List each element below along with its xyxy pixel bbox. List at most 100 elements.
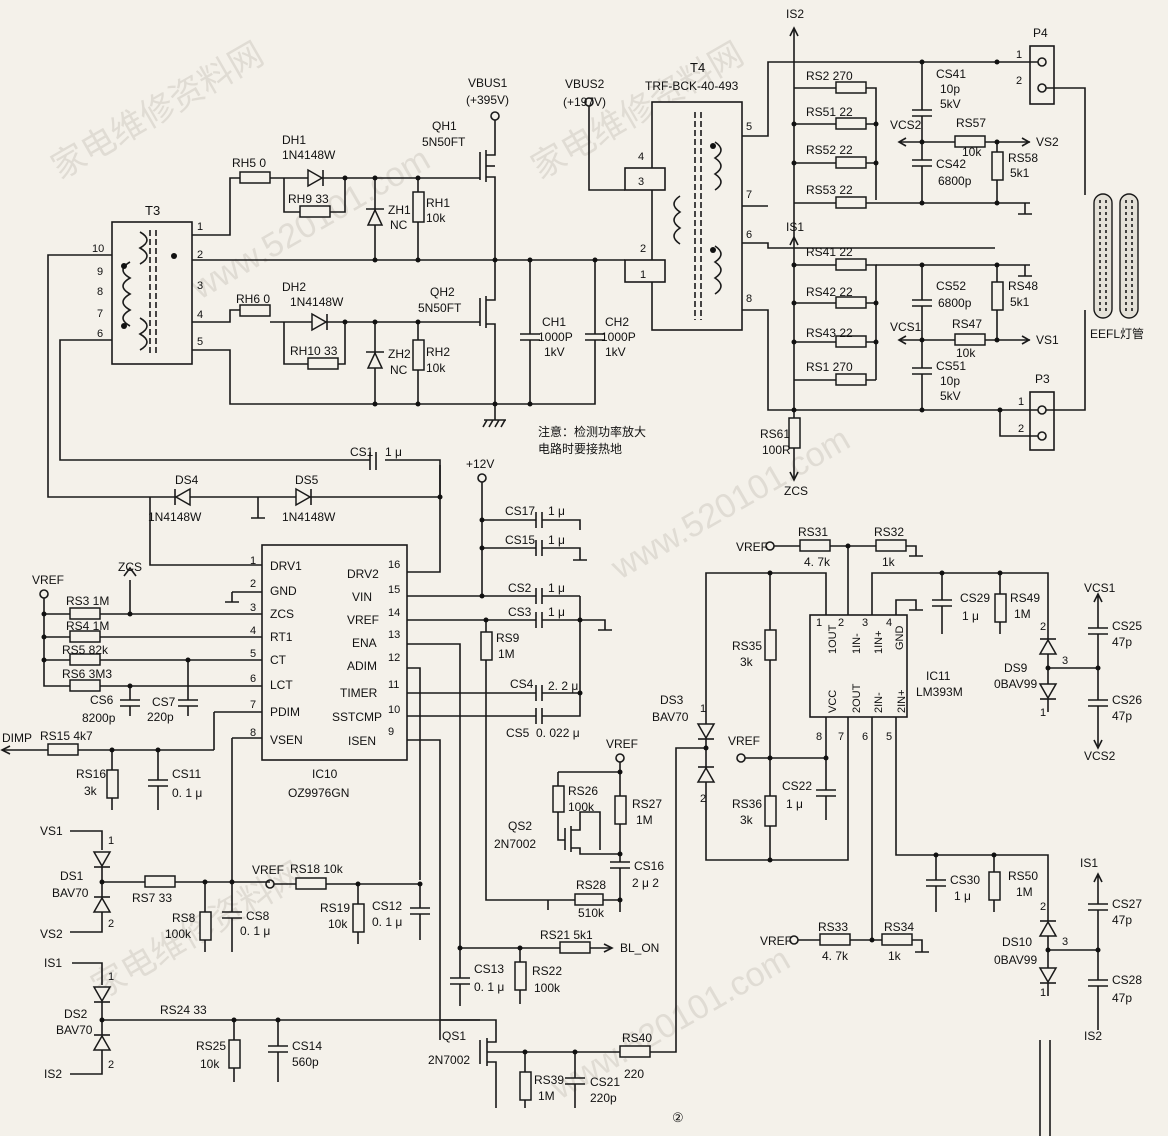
label-zh1: ZH1 [388,203,411,217]
label-cs13-value: 0. 1 μ [474,980,504,994]
svg-text:DRV2: DRV2 [347,567,379,581]
label-cs25: CS25 [1112,619,1142,633]
label-rs25: RS25 [196,1039,226,1053]
resistor-rs43 [835,335,867,348]
label-rs27-value: 1M [636,813,653,827]
svg-text:14: 14 [388,607,400,619]
label-ds10-pin1: 1 [1040,987,1046,999]
transformer-t3: T3 1 2 3 4 5 10 9 8 7 6 [92,203,203,365]
label-cs51-value: 10p [940,374,960,388]
label-rs36-value: 3k [740,813,754,827]
ic11-lm393m: 1OUT 1IN- 1IN+ GND VCC 2OUT 2IN- 2IN+ 1 … [809,614,963,743]
label-cs7: CS7 [152,695,176,709]
label-cs15-value: 1 μ [548,533,565,547]
label-vref-3: VREF [606,737,638,751]
label-rh6: RH6 0 [236,292,270,306]
label-cs14: CS14 [292,1039,322,1053]
svg-text:16: 16 [388,559,400,571]
resistor-rs16 [106,769,119,799]
label-vs2: VS2 [40,927,63,941]
label-vcs1: VCS1 [890,320,922,334]
label-rh5: RH5 0 [232,156,266,170]
label-cs17: CS17 [505,504,535,518]
label-rs16: RS16 [76,767,106,781]
label-rs33-value: 4. 7k [822,949,849,963]
label-cs1: CS1 [350,445,374,459]
label-rs52: RS52 22 [806,143,853,157]
svg-text:SSTCMP: SSTCMP [332,710,382,724]
label-is1-right: IS1 [1080,856,1098,870]
label-rs18: RS18 10k [290,862,344,876]
label-qh2: QH2 [430,285,455,299]
label-rh2: RH2 [426,345,450,359]
label-rs26-value: 100k [568,800,595,814]
label-ds3-pin1: 1 [700,703,706,715]
resistor-rs50 [988,871,1001,901]
svg-text:PDIM: PDIM [270,705,300,719]
label-vcs1-right: VCS1 [1084,581,1116,595]
label-ds5: DS5 [295,473,319,487]
svg-text:3: 3 [197,280,203,292]
label-rs26: RS26 [568,784,598,798]
resistor-rs5 [69,653,101,666]
label-rs5: RS5 82k [62,643,109,657]
svg-text:15: 15 [388,584,400,596]
label-ds1: DS1 [60,869,84,883]
label-rs61: RS61 [760,427,790,441]
label-cs27: CS27 [1112,897,1142,911]
ic10-oz9976gn: DRV1 GND ZCS RT1 CT LCT PDIM VSEN DRV2 V… [250,544,408,800]
svg-text:1: 1 [1016,49,1022,61]
svg-text:ENA: ENA [352,636,377,650]
resistor-rs15 [47,743,79,756]
svg-text:VSEN: VSEN [270,733,303,747]
svg-text:T4: T4 [690,60,705,75]
svg-text:6: 6 [97,328,103,340]
label-qs2-part: 2N7002 [494,837,536,851]
transformer-t4: T4 TRF-BCK-40-493 4 3 2 1 5 7 6 8 [624,60,752,331]
label-ds4-part: 1N4148W [148,510,202,524]
resistor-rs41 [835,258,867,271]
label-rs43: RS43 22 [806,326,853,340]
svg-text:TIMER: TIMER [340,686,378,700]
resistor-rs21 [559,941,591,954]
label-rh10: RH10 33 [290,344,338,358]
svg-text:2: 2 [640,243,646,255]
label-rs39-value: 1M [538,1089,555,1103]
label-cs42: CS42 [936,157,966,171]
label-rs48: RS48 [1008,279,1038,293]
label-rs22: RS22 [532,964,562,978]
label-cs25-value: 47p [1112,635,1132,649]
label-zh2-value: NC [390,363,408,377]
svg-text:3: 3 [862,617,868,629]
label-rs3: RS3 1M [66,594,109,608]
svg-text:TRF-BCK-40-493: TRF-BCK-40-493 [645,79,739,93]
vbus1-terminal [490,111,500,121]
svg-text:12: 12 [388,652,400,664]
label-ds1-part: BAV70 [52,886,89,900]
resistor-rh9 [299,205,331,218]
label-is2-right: IS2 [1084,1029,1102,1043]
svg-text:3: 3 [250,602,256,614]
svg-text:5: 5 [250,648,256,660]
svg-text:8: 8 [97,286,103,298]
label-cs30-value: 1 μ [954,889,971,903]
svg-text:LCT: LCT [270,678,293,692]
label-rs35: RS35 [732,639,762,653]
resistor-rs40 [619,1045,651,1058]
svg-text:LM393M: LM393M [916,685,963,699]
svg-text:P3: P3 [1035,372,1050,386]
svg-text:10: 10 [388,704,400,716]
label-rh1: RH1 [426,196,450,210]
label-cs13: CS13 [474,962,504,976]
label-zcs: ZCS [118,560,142,574]
resistor-rs27 [614,795,627,825]
resistor-rh10 [307,357,339,370]
label-lamp: EEFL灯管 [1090,326,1144,341]
vref-terminal-1 [39,589,49,599]
lamp-eefl [1093,193,1139,319]
resistor-rs57 [954,135,986,148]
svg-text:VREF: VREF [347,613,379,627]
label-rs40: RS40 [622,1031,652,1045]
label-rs58-value: 5k1 [1010,166,1030,180]
svg-text:7: 7 [838,731,844,743]
